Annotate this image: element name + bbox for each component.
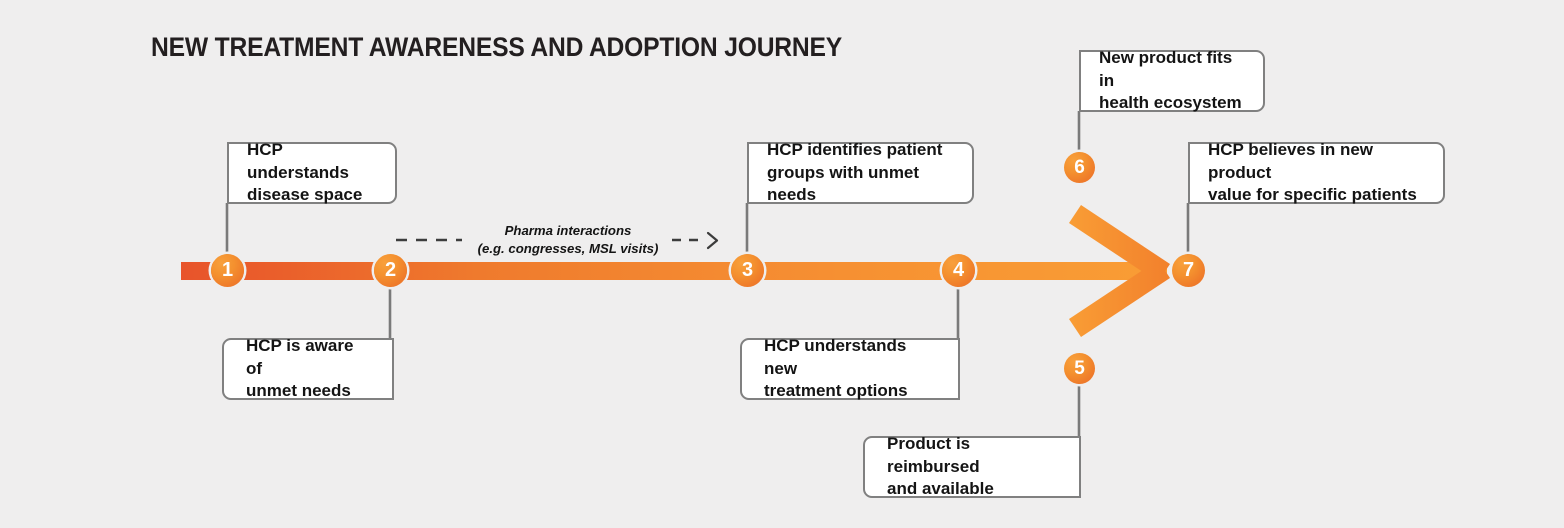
node-step-3-number: 3 (741, 259, 754, 281)
node-step-6[interactable]: 6 (1064, 152, 1095, 183)
node-step-4-number: 4 (952, 259, 965, 281)
dashed-arrowhead-icon (706, 231, 719, 250)
node-step-6-number: 6 (1074, 156, 1085, 178)
callout-step-2[interactable]: HCP is aware of unmet needs (222, 336, 394, 401)
node-step-7[interactable]: 7 (1172, 254, 1205, 287)
callout-step-4[interactable]: HCP understands new treatment options (740, 336, 960, 401)
node-step-1[interactable]: 1 (211, 254, 244, 287)
node-step-1-number: 1 (221, 259, 234, 281)
callout-step-5[interactable]: Product is reimbursed and available (863, 434, 1081, 499)
callout-step-3[interactable]: HCP identifies patient groups with unmet… (747, 140, 974, 205)
callout-step-7-text: HCP believes in new product value for sp… (1208, 140, 1417, 205)
callout-step-4-text: HCP understands new treatment options (764, 336, 908, 401)
arrowhead-upper (1069, 205, 1170, 282)
callout-step-1-text: HCP understands disease space (247, 140, 363, 205)
callout-step-7[interactable]: HCP believes in new product value for sp… (1188, 140, 1445, 205)
node-step-2-number: 2 (384, 259, 397, 281)
pharma-interactions-label: Pharma interactions (e.g. congresses, MS… (477, 223, 659, 256)
callout-step-1[interactable]: HCP understands disease space (227, 140, 397, 205)
callout-step-3-text: HCP identifies patient groups with unmet… (767, 140, 943, 205)
arrowhead-lower (1069, 260, 1170, 337)
node-step-5-number: 5 (1074, 357, 1085, 379)
callout-step-6[interactable]: New product fits in health ecosystem (1079, 48, 1265, 113)
callout-step-2-text: HCP is aware of unmet needs (246, 336, 354, 401)
arrow-shaft (181, 262, 1167, 280)
node-step-5[interactable]: 5 (1064, 353, 1095, 384)
node-step-7-number: 7 (1182, 259, 1195, 281)
callout-step-6-text: New product fits in health ecosystem (1099, 48, 1242, 113)
node-step-3[interactable]: 3 (731, 254, 764, 287)
callout-step-5-text: Product is reimbursed and available (887, 434, 994, 499)
page-title: NEW TREATMENT AWARENESS AND ADOPTION JOU… (151, 32, 843, 62)
node-step-4[interactable]: 4 (942, 254, 975, 287)
node-step-2[interactable]: 2 (374, 254, 407, 287)
